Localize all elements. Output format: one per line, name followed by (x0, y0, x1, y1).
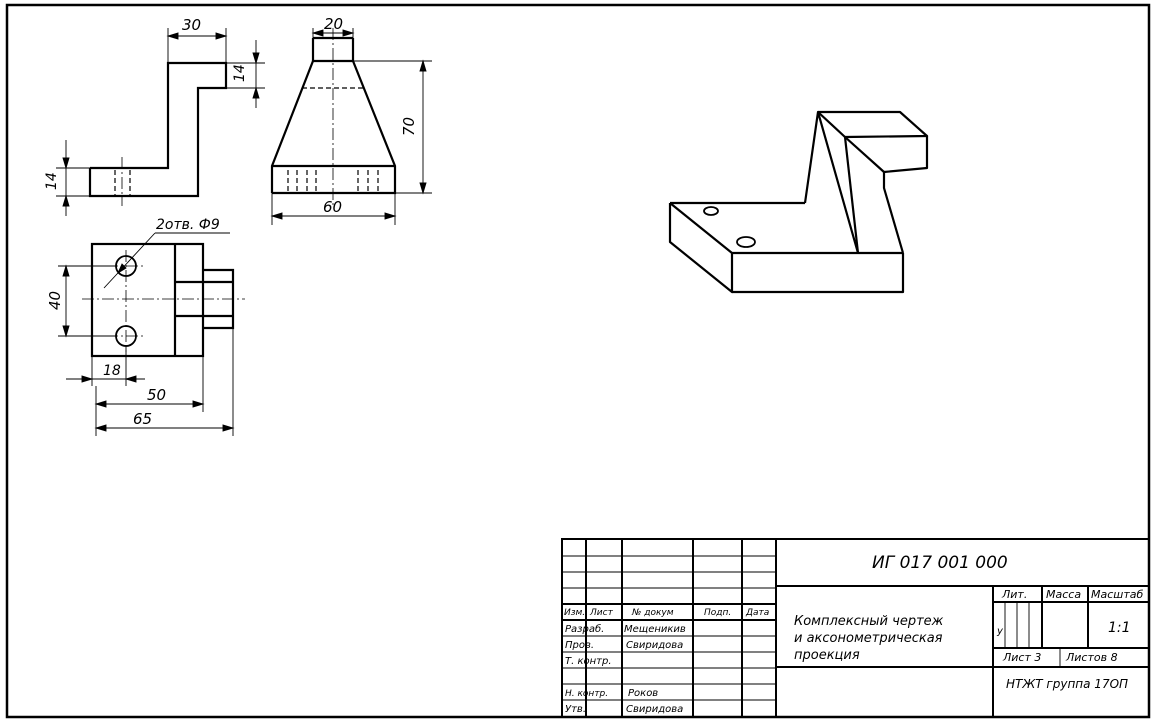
dimension-60-lines (270, 193, 397, 225)
dim-18-text: 18 (103, 363, 121, 379)
dim-20-text: 20 (324, 15, 343, 33)
name-razrab: Мещеникив (624, 624, 686, 635)
dim-40-text: 40 (46, 291, 64, 310)
dim-14-top-text: 14 (232, 64, 248, 82)
dimension-20-lines (311, 28, 355, 38)
dimension-14-left-lines (56, 140, 90, 216)
dim-65-text: 65 (133, 410, 152, 428)
dimension-30-lines (166, 28, 228, 63)
org-text: НТЖТ группа 17ОП (1006, 677, 1128, 691)
scale-value: 1:1 (1108, 620, 1131, 636)
dim-30-text: 30 (182, 16, 201, 34)
header-doc: № докум (631, 608, 674, 618)
header-list: Лист (589, 608, 614, 618)
dim-50-text: 50 (147, 386, 166, 404)
sheet-label: Лист 3 (1002, 651, 1041, 664)
dim-14-left-text: 14 (44, 172, 60, 190)
dimension-65-lines (94, 328, 235, 436)
holes-leader (103, 232, 230, 289)
title-line-1: Комплексный чертеж (794, 614, 944, 629)
front-view-hidden-lines (114, 170, 131, 196)
name-utv: Свиридова (626, 704, 683, 715)
top-view (90, 242, 235, 358)
name-nkontr: Роков (628, 688, 658, 699)
isometric-holes (703, 206, 756, 248)
role-nkontr: Н. контр. (565, 689, 608, 699)
dimension-18-lines (66, 346, 145, 386)
top-view-centerlines (82, 250, 245, 352)
role-razrab: Разраб. (565, 623, 604, 635)
isometric-view (668, 110, 929, 294)
front-view (88, 61, 228, 198)
header-date: Дата (745, 608, 769, 618)
holes-note-text: 2отв. Ф9 (156, 217, 220, 233)
header-sign: Подп. (704, 608, 731, 618)
role-utv: Утв. (565, 704, 586, 715)
lit-label: Лит. (1001, 588, 1027, 601)
sheets-label: Листов 8 (1065, 651, 1118, 664)
name-prov: Свиридова (626, 640, 683, 651)
dimension-14-top-lines (226, 40, 265, 108)
designation-text: ИГ 017 001 000 (872, 553, 1008, 573)
lit-letter: у (996, 626, 1004, 637)
title-block-thin-lines (562, 555, 1061, 701)
role-prov: Пров. (565, 640, 594, 651)
massa-label: Масса (1046, 588, 1081, 601)
dimension-70-lines (353, 59, 432, 195)
title-line-3: проекция (794, 648, 860, 663)
dim-70-text: 70 (400, 117, 418, 136)
title-block (561, 538, 1150, 718)
dimension-40-lines (58, 264, 116, 338)
dim-60-text: 60 (323, 198, 342, 216)
role-tkontr: Т. контр. (565, 656, 612, 667)
scale-label: Масштаб (1091, 588, 1143, 601)
header-izm: Изм. (564, 608, 585, 618)
side-view-hidden-lines (287, 87, 379, 192)
title-line-2: и аксонометрическая (794, 631, 943, 646)
